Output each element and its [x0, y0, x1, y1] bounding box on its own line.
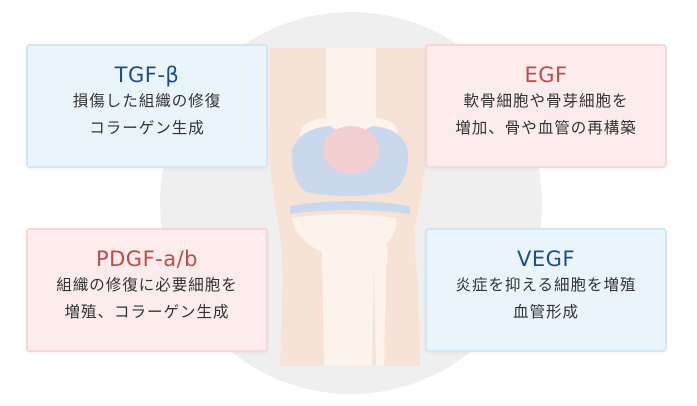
card-title: VEGF — [517, 247, 575, 271]
patella — [323, 126, 379, 174]
card-title: PDGF-a/b — [95, 247, 199, 271]
card-title: EGF — [524, 63, 568, 87]
card-line: 増殖、コラーゲン生成 — [64, 303, 230, 321]
cartilage-lower — [290, 201, 410, 214]
card-line: 軟骨細胞や骨芽細胞を — [463, 92, 629, 110]
card-line: 炎症を抑える細胞を増殖 — [455, 276, 637, 294]
card-vegf: VEGF 炎症を抑える細胞を増殖 血管形成 — [425, 228, 667, 352]
card-title: TGF-β — [114, 63, 180, 87]
card-pdgf: PDGF-a/b 組織の修復に必要細胞を 増殖、コラーゲン生成 — [26, 228, 268, 352]
card-line: 増加、骨や血管の再構築 — [455, 119, 637, 137]
card-egf: EGF 軟骨細胞や骨芽細胞を 増加、骨や血管の再構築 — [425, 44, 667, 168]
card-line: 損傷した組織の修復 — [72, 92, 222, 110]
card-line: コラーゲン生成 — [89, 119, 205, 137]
card-tgf-beta: TGF-β 損傷した組織の修復 コラーゲン生成 — [26, 44, 268, 168]
card-line: 組織の修復に必要細胞を — [56, 276, 238, 294]
fibula-bone — [369, 242, 388, 366]
card-line: 血管形成 — [512, 303, 579, 321]
